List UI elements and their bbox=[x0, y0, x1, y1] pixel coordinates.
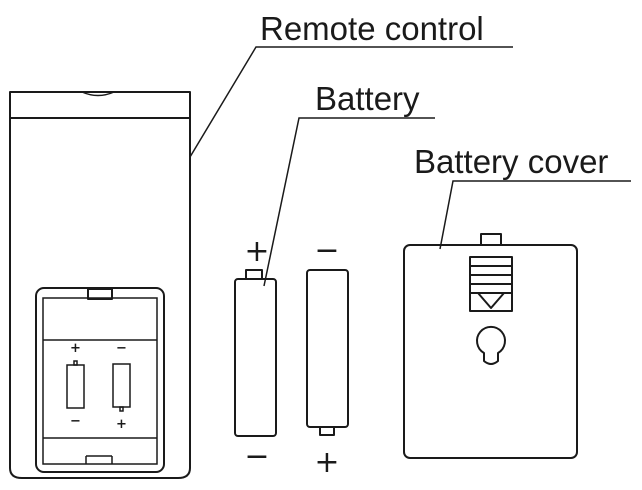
compartment-slot-2: − + bbox=[112, 341, 131, 432]
compartment-inner bbox=[42, 297, 158, 465]
remote-ir-window bbox=[81, 91, 115, 97]
battery-cover-arrow bbox=[477, 292, 505, 309]
slot-2-minus-sign: − bbox=[116, 341, 127, 356]
battery-cover-leader bbox=[439, 180, 631, 250]
slot-2-plus-sign: + bbox=[116, 417, 127, 432]
slot-1-minus-sign: − bbox=[70, 414, 81, 429]
battery-cover-body bbox=[403, 244, 578, 459]
remote-control-leader bbox=[189, 46, 513, 158]
battery-cover-grip bbox=[469, 256, 513, 312]
compartment-slot-1: + − bbox=[66, 341, 85, 429]
battery-cover-label: Battery cover bbox=[414, 143, 608, 180]
battery-2-minus-sign: − bbox=[314, 233, 339, 268]
battery-1-minus-sign: − bbox=[244, 439, 269, 474]
battery-cover-keyhole bbox=[476, 325, 506, 365]
battery-cover-tab bbox=[480, 233, 502, 246]
battery-cover bbox=[403, 233, 578, 459]
battery-2: − + bbox=[306, 233, 349, 480]
battery-2-body bbox=[306, 269, 349, 428]
battery-label: Battery bbox=[315, 80, 420, 117]
remote-control: + − − + bbox=[9, 91, 191, 479]
battery-1-body bbox=[234, 278, 277, 437]
battery-1-plus-sign: + bbox=[244, 234, 269, 269]
remote-body bbox=[9, 91, 191, 479]
battery-1-terminal bbox=[245, 269, 263, 280]
leader-lines bbox=[189, 46, 631, 287]
compartment-outer bbox=[35, 287, 165, 473]
battery-2-plus-sign: + bbox=[314, 445, 339, 480]
battery-1: + − bbox=[234, 234, 277, 474]
remote-battery-compartment: + − − + bbox=[35, 287, 165, 473]
remote-control-label: Remote control bbox=[260, 10, 484, 47]
battery-2-terminal bbox=[319, 426, 335, 436]
compartment-latch bbox=[87, 288, 113, 300]
slot-1-plus-sign: + bbox=[70, 341, 81, 356]
battery-leader bbox=[263, 117, 435, 287]
